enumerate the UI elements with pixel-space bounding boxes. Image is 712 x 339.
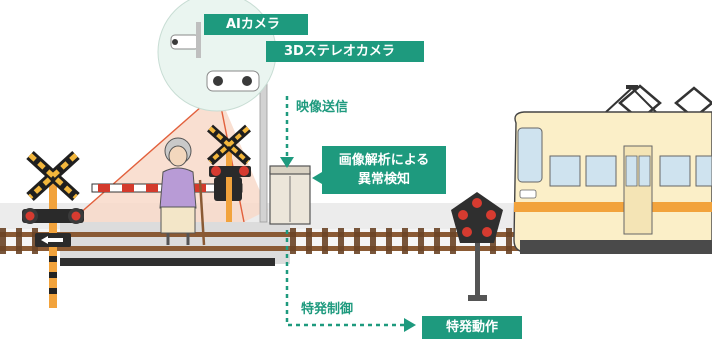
stereo-camera-label: 3Dステレオカメラ bbox=[266, 41, 424, 62]
image-analysis-line2: 異常検知 bbox=[357, 172, 410, 187]
control-cabinet-icon bbox=[269, 165, 311, 225]
video-transmission-label: 映像送信 bbox=[296, 100, 349, 115]
video-arrow-head bbox=[280, 157, 294, 168]
stereo-camera-icon bbox=[206, 70, 260, 92]
crossing-road-edge bbox=[60, 258, 275, 266]
crossing-signal-right bbox=[206, 124, 252, 222]
analysis-callout-pointer bbox=[312, 172, 322, 184]
image-analysis-line1: 画像解析による bbox=[338, 153, 430, 168]
crossbuck-sign-left bbox=[26, 150, 80, 202]
ai-camera-label: AIカメラ bbox=[204, 14, 308, 35]
special-operation-label: 特発動作 bbox=[422, 316, 522, 339]
image-analysis-label: 画像解析による 異常検知 bbox=[322, 146, 446, 194]
train-icon bbox=[513, 84, 712, 254]
cone-edge-left bbox=[69, 91, 219, 223]
crossing-signal-left bbox=[22, 150, 84, 308]
control-arrow-head bbox=[404, 318, 416, 332]
warning-signal-icon bbox=[451, 192, 503, 301]
ai-camera-icon bbox=[170, 22, 201, 58]
flow-arrows bbox=[285, 96, 404, 327]
special-control-label: 特発制御 bbox=[301, 302, 354, 317]
elderly-person-icon bbox=[159, 137, 206, 246]
